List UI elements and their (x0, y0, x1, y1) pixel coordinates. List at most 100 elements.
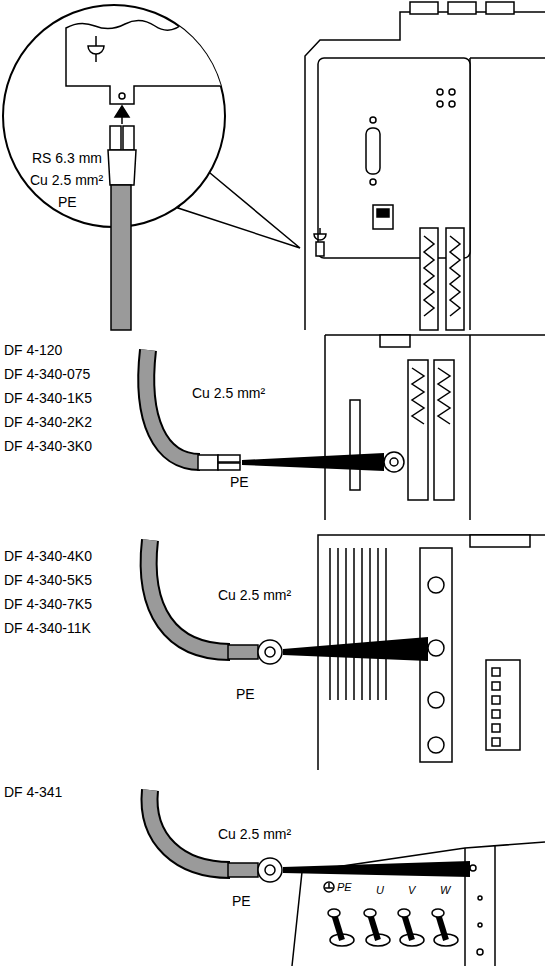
pe-wire (146, 350, 200, 462)
pe-wire (242, 453, 384, 471)
drive-housing (449, 89, 455, 95)
drive-housing (428, 692, 444, 708)
drive-housing (334, 914, 342, 940)
drive-housing (420, 228, 438, 330)
zoom-callout (111, 185, 131, 330)
drive-housing (494, 846, 496, 966)
model-label: DF 4-340-075 (4, 366, 90, 382)
pe-wire (150, 790, 230, 870)
drive-housing (328, 909, 458, 946)
drive-housing (478, 896, 482, 900)
pe-wire (228, 645, 258, 659)
drive-housing (469, 335, 471, 520)
zoom-callout (66, 16, 240, 104)
model-label: DF 4-341 (4, 784, 62, 800)
size-label: RS 6.3 mm (32, 150, 102, 166)
terminal-label: PE (337, 881, 352, 894)
pe-wire (198, 455, 218, 470)
drive-housing (316, 242, 324, 256)
drive-housing (492, 724, 500, 732)
drive-housing (325, 335, 545, 520)
model-label: DF 4-340-2K2 (4, 414, 92, 430)
drive-housing (438, 368, 450, 424)
drive-housing (492, 668, 500, 676)
drive-housing (325, 335, 545, 520)
drive-housing (437, 89, 443, 95)
drive-housing (470, 57, 545, 59)
drive-housing (470, 535, 530, 547)
wire-spec-label: Cu 2.5 mm² (30, 172, 103, 188)
drive-housing (470, 865, 476, 871)
zoom-callout (110, 126, 121, 150)
pe-wire (146, 350, 200, 462)
drive-housing (305, 12, 545, 330)
model-label: DF 4-340-3K0 (4, 438, 92, 454)
drive-housing (437, 101, 443, 107)
model-label: DF 4-340-5K5 (4, 572, 92, 588)
pe-label: PE (232, 893, 251, 909)
pe-label: PE (236, 686, 255, 702)
wire-spec-label: Cu 2.5 mm² (192, 385, 265, 401)
zoom-callout (108, 150, 136, 185)
drive-housing (292, 842, 545, 966)
terminal-label: U (376, 884, 384, 897)
drive-housing (330, 548, 386, 700)
drive-housing (380, 335, 410, 347)
drive-housing (486, 660, 520, 750)
drive-housing (384, 452, 404, 472)
model-label: DF 4-340-1K5 (4, 390, 92, 406)
drive-housing (314, 234, 326, 240)
pe-label: PE (230, 474, 249, 490)
drive-housing (328, 909, 340, 917)
zoom-callout (115, 106, 129, 117)
pe-wire (258, 640, 282, 664)
model-label: DF 4-340-7K5 (4, 596, 92, 612)
model-label: DF 4-340-11K (4, 620, 91, 636)
drive-housing (446, 228, 464, 330)
terminal-label: V (408, 884, 415, 897)
drive-housing (366, 128, 380, 174)
wire-spec-label: Cu 2.5 mm² (218, 587, 291, 603)
drive-housing (478, 923, 482, 927)
pe-wire (218, 455, 240, 462)
drive-housing (428, 640, 444, 656)
pe-wire (265, 647, 275, 657)
pe-wire (258, 858, 282, 882)
drive-housing (412, 368, 424, 424)
zoom-callout (88, 46, 104, 54)
drive-housing (438, 914, 446, 940)
drive-housing (370, 179, 376, 185)
zoom-callout (95, 36, 97, 46)
drive-housing (324, 882, 334, 892)
drive-housing (292, 842, 545, 966)
drive-housing (492, 738, 500, 746)
pe-label: PE (58, 194, 77, 210)
pe-wire (218, 463, 240, 470)
drive-housing (350, 400, 360, 490)
drive-housing (408, 360, 428, 500)
pe-wire (228, 863, 258, 877)
pe-wire (150, 790, 230, 870)
zoom-callout (95, 54, 97, 62)
drive-housing (449, 101, 455, 107)
drive-housing (486, 2, 514, 14)
drive-housing (370, 914, 378, 940)
drive-housing (492, 682, 500, 690)
pe-wire (265, 865, 275, 875)
drive-housing (432, 909, 444, 917)
drive-housing (377, 209, 389, 217)
drive-housing (410, 2, 438, 14)
terminal-label: W (440, 884, 450, 897)
drive-housing (364, 909, 376, 917)
drive-housing (492, 696, 500, 704)
model-label: DF 4-120 (4, 342, 62, 358)
drive-housing (370, 117, 376, 123)
pe-wire (283, 637, 428, 661)
drive-housing (398, 909, 410, 917)
drive-housing (390, 458, 398, 466)
zoom-callout (3, 5, 300, 330)
drive-housing (305, 2, 545, 330)
drive-housing (477, 949, 483, 955)
drive-housing (428, 737, 444, 753)
